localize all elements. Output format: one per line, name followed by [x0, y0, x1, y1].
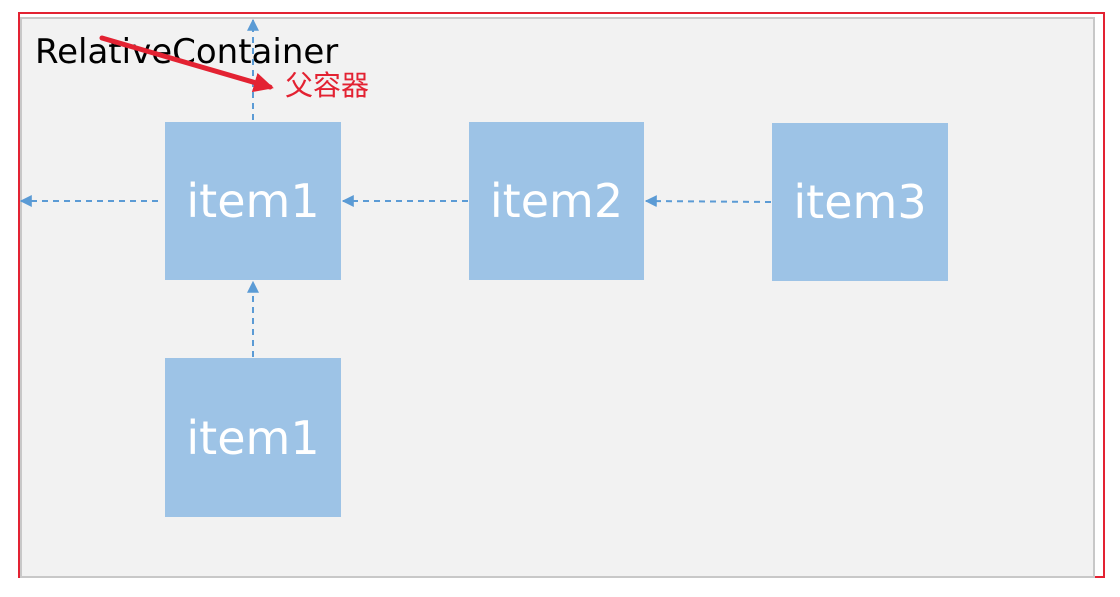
item1-bottom-label: item1: [186, 410, 320, 465]
item1-box-bottom: item1: [165, 358, 341, 517]
item2-box: item2: [469, 122, 644, 280]
item3-label: item3: [793, 175, 927, 229]
item2-label: item2: [489, 174, 624, 228]
item1-top-label: item1: [186, 174, 320, 228]
parent-container-label: 父容器: [285, 69, 370, 102]
item3-box: item3: [772, 123, 948, 281]
item1-box-top: item1: [165, 122, 341, 280]
